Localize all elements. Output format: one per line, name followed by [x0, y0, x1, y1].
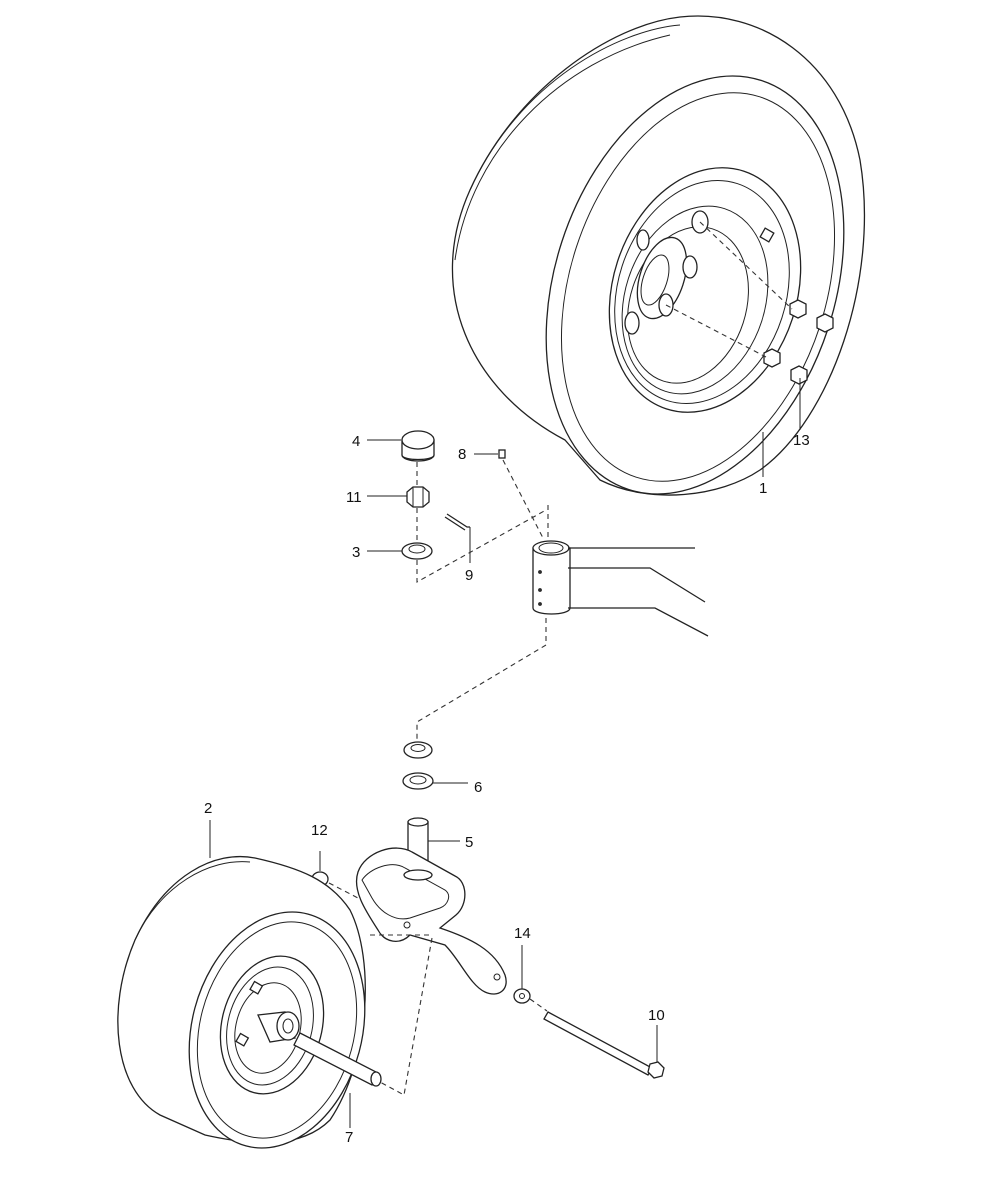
lower-bearing	[403, 741, 433, 759]
callout-8: 8	[458, 446, 466, 463]
castle-nut	[406, 486, 430, 508]
lug-nut	[816, 313, 834, 333]
leader-lines	[209, 378, 801, 1128]
bearing-seal	[402, 772, 434, 790]
callout-1: 1	[759, 480, 767, 497]
callout-2: 2	[204, 800, 212, 817]
washer	[513, 988, 531, 1004]
dust-cap	[401, 430, 435, 462]
axle-bolt	[543, 1011, 665, 1079]
callout-11: 11	[346, 489, 362, 506]
callout-6: 6	[474, 779, 482, 796]
upper-bearing	[401, 542, 433, 560]
callout-10: 10	[648, 1007, 665, 1024]
large-wheel-assembly	[451, 15, 866, 496]
lug-nut	[789, 299, 807, 319]
callout-7: 7	[345, 1129, 353, 1146]
callout-3: 3	[352, 544, 360, 561]
large-rim	[608, 167, 802, 413]
cotter-pin	[446, 513, 470, 528]
callout-14: 14	[514, 925, 531, 942]
caster-fork	[355, 847, 507, 995]
lug-nut	[790, 365, 808, 385]
lug-nut	[763, 348, 781, 368]
callout-13: 13	[793, 432, 810, 449]
callout-9: 9	[465, 567, 473, 584]
callout-5: 5	[465, 834, 473, 851]
small-wheel-assembly	[117, 856, 382, 1149]
callout-12: 12	[311, 822, 328, 839]
axle	[293, 1032, 379, 1086]
caster-tube	[532, 540, 709, 637]
callout-4: 4	[352, 433, 360, 450]
grease-fitting	[498, 449, 506, 459]
